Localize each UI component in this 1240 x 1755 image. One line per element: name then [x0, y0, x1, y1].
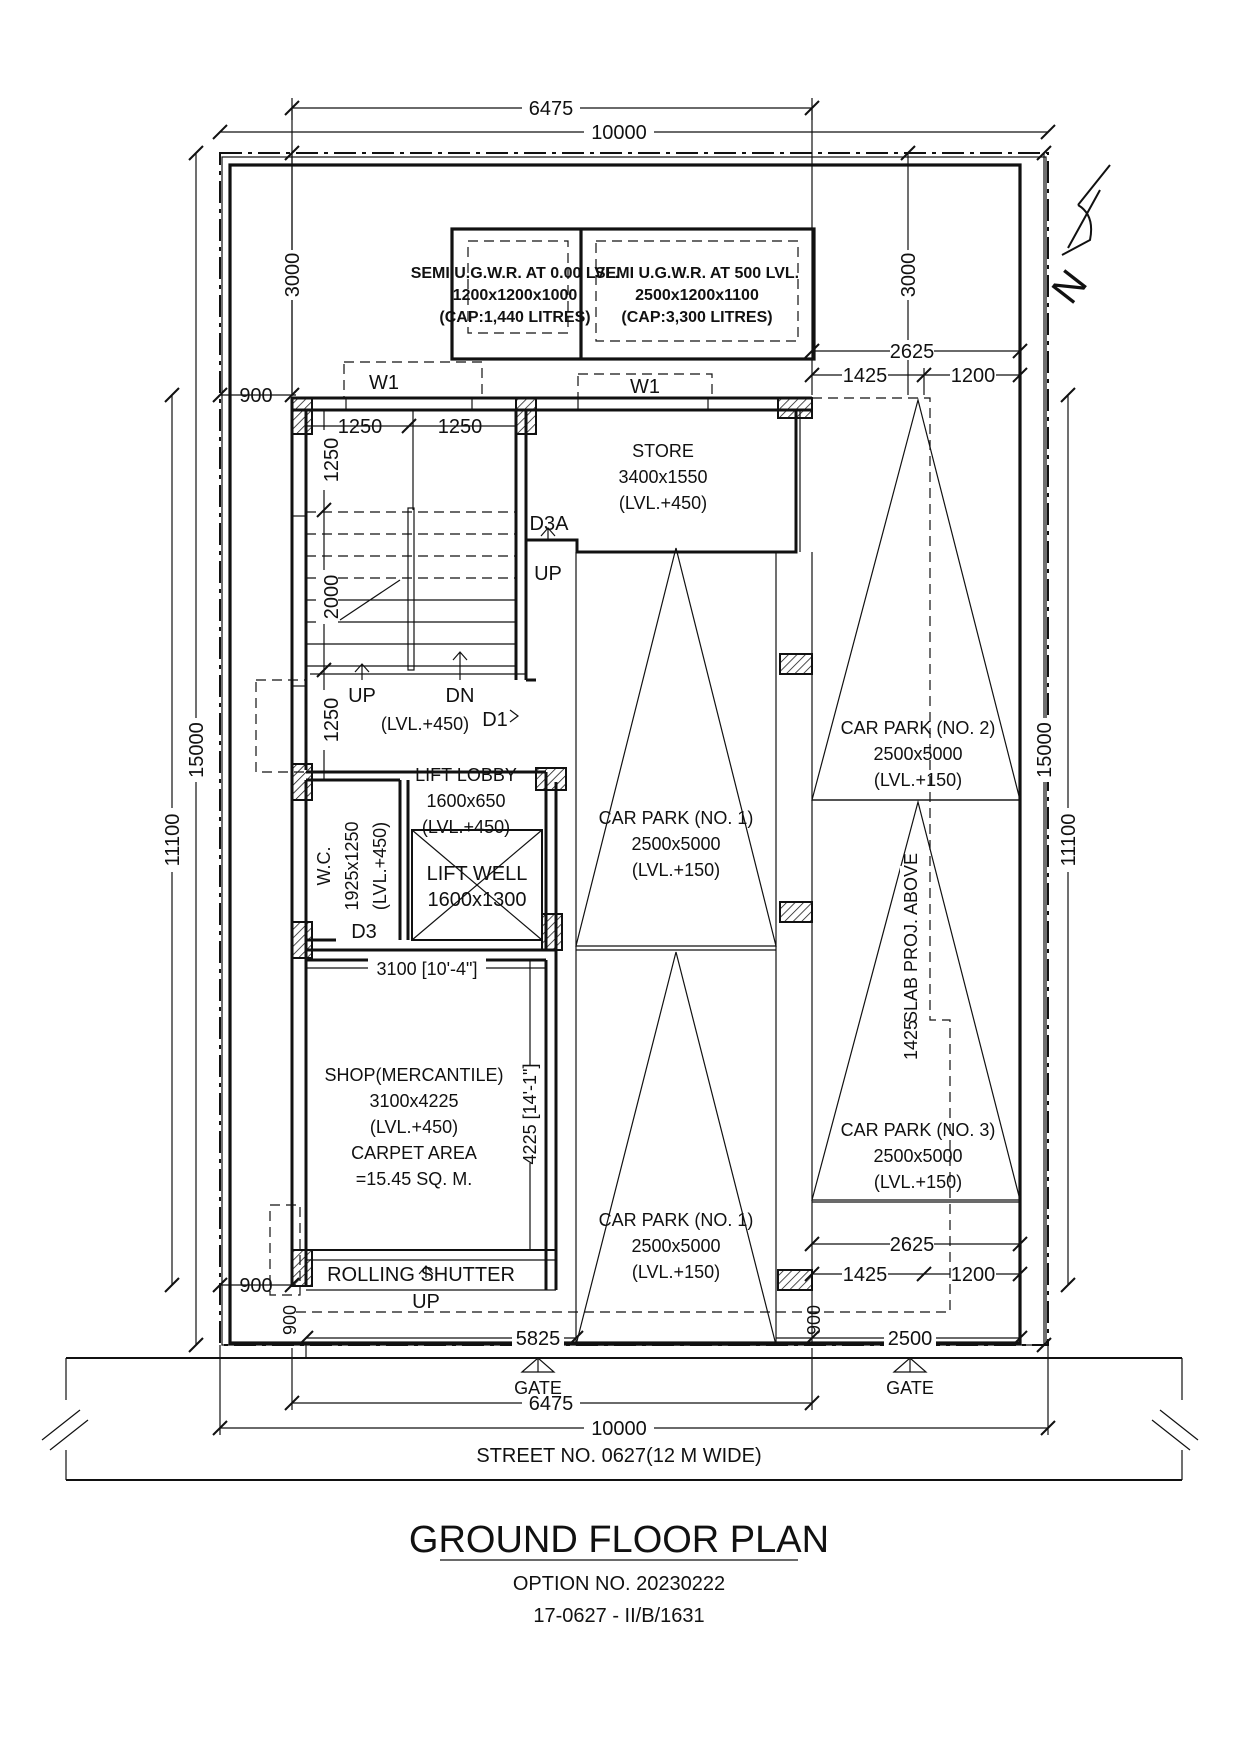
left-dimensions: 15000 11100 3000 900 900: [162, 145, 304, 1353]
shop-size: 3100x4225: [369, 1091, 458, 1111]
dim-bottom-6475: 6475: [529, 1393, 574, 1415]
dim-bottom-10000: 10000: [591, 1418, 647, 1440]
dim-left-15000: 15000: [186, 722, 208, 778]
dim-stair-1250-v2: 1250: [321, 698, 343, 743]
dim-bottom-900-right: 900: [804, 1305, 824, 1335]
dim-shop-4225: 4225 [14'-1"]: [520, 1064, 540, 1165]
bottom-dimensions: 6475 10000: [212, 1345, 1056, 1440]
title-block: GROUND FLOOR PLAN OPTION NO. 20230222 17…: [409, 1519, 829, 1627]
dim-slab-1425: 1425: [901, 1020, 921, 1060]
dim-right-11100: 11100: [1058, 814, 1080, 867]
shop-carpet-label: CARPET AREA: [351, 1143, 477, 1163]
top-dimensions: 6475 10000: [212, 98, 1056, 395]
shop-name: SHOP(MERCANTILE): [324, 1065, 503, 1085]
shop-level: (LVL.+450): [370, 1117, 458, 1137]
rolling-shutter: ROLLING SHUTTER: [327, 1264, 515, 1286]
shop-carpet-area: =15.45 SQ. M.: [356, 1169, 473, 1189]
store-level: (LVL.+450): [619, 493, 707, 513]
lift-lobby-level: (LVL.+450): [422, 817, 510, 837]
car2-size: 2500x5000: [873, 744, 962, 764]
dim-br-1200: 1200: [951, 1264, 996, 1286]
dim-bottom-2500: 2500: [888, 1328, 933, 1350]
stair-level: (LVL.+450): [381, 714, 469, 734]
dim-top-6475: 6475: [529, 98, 574, 120]
car2-name: CAR PARK (NO. 2): [841, 718, 996, 738]
tank-left-line2: 1200x1200x1000: [453, 287, 578, 304]
tank-right-line3: (CAP:3,300 LITRES): [621, 309, 772, 326]
dim-stair-1250-a: 1250: [338, 416, 383, 438]
dim-tr-1200: 1200: [951, 365, 996, 387]
structural-columns: [291, 397, 813, 1291]
gate-left: GATE: [514, 1378, 562, 1398]
building-walls: [255, 361, 1020, 1359]
lift-well-name: LIFT WELL: [427, 863, 528, 885]
lift-lobby-size: 1600x650: [426, 791, 505, 811]
car1-top-level: (LVL.+150): [632, 860, 720, 880]
store-name: STORE: [632, 441, 694, 461]
dim-br-2625: 2625: [890, 1234, 935, 1256]
dim-br-1425: 1425: [843, 1264, 888, 1286]
dim-left-3000: 3000: [282, 253, 304, 298]
car3-size: 2500x5000: [873, 1146, 962, 1166]
wc-size: 1925x1250: [342, 821, 362, 910]
car1-bot-name: CAR PARK (NO. 1): [599, 1210, 754, 1230]
gate-right: GATE: [886, 1378, 934, 1398]
dim-left-11100: 11100: [162, 814, 184, 867]
dim-left-900-bot: 900: [239, 1275, 272, 1297]
street: STREET NO. 0627(12 M WIDE): [41, 1357, 1199, 1481]
dim-shop-3100: 3100 [10'-4"]: [377, 959, 478, 979]
car1-top-name: CAR PARK (NO. 1): [599, 808, 754, 828]
wc-level: (LVL.+450): [370, 822, 390, 910]
store-up: UP: [534, 563, 562, 585]
dim-stair-2000: 2000: [321, 575, 343, 620]
stair-up: UP: [348, 685, 376, 707]
option-number: OPTION NO. 20230222: [513, 1573, 725, 1595]
stair-down: DN: [446, 685, 475, 707]
car3-name: CAR PARK (NO. 3): [841, 1120, 996, 1140]
lift-lobby-name: LIFT LOBBY: [415, 765, 517, 785]
dim-stair-1250-b: 1250: [438, 416, 483, 438]
north-arrow: N: [1044, 164, 1111, 312]
tank-right-line2: 2500x1200x1100: [635, 287, 759, 304]
shop-up: UP: [412, 1291, 440, 1313]
north-symbol: N: [1044, 262, 1096, 312]
street-name: STREET NO. 0627(12 M WIDE): [476, 1445, 761, 1467]
window-w1-left: W1: [369, 372, 399, 394]
drawing-reference: 17-0627 - II/B/1631: [533, 1605, 704, 1627]
dim-top-10000: 10000: [591, 122, 647, 144]
car1-top-size: 2500x5000: [631, 834, 720, 854]
staircase: 1250 1250 1250 2000 1250: [306, 410, 556, 1278]
car3-level: (LVL.+150): [874, 1172, 962, 1192]
car1-bot-level: (LVL.+150): [632, 1262, 720, 1282]
water-tanks: SEMI U.G.W.R. AT 0.00 LVL. 1200x1200x100…: [411, 227, 816, 361]
door-d3: D3: [351, 921, 377, 943]
door-d1: D1: [482, 709, 508, 731]
dim-bottom-5825: 5825: [516, 1328, 561, 1350]
gate-dimensions: 5825 2500 900 900 GATE GATE: [280, 1305, 1028, 1398]
car1-bot-size: 2500x5000: [631, 1236, 720, 1256]
drawing-title: GROUND FLOOR PLAN: [409, 1519, 829, 1561]
car-parks: [575, 397, 1021, 1346]
dim-right-3000: 3000: [898, 253, 920, 298]
dim-left-900-top: 900: [239, 385, 272, 407]
slab-projection-label: SLAB PROJ. ABOVE: [901, 853, 921, 1023]
wc-name: W.C.: [314, 847, 334, 886]
store-size: 3400x1550: [618, 467, 707, 487]
dim-stair-1250-v1: 1250: [321, 438, 343, 483]
room-labels: W1 W1 STORE 3400x1550 (LVL.+450) D3A UP …: [306, 372, 995, 1313]
dim-tr-2625: 2625: [890, 341, 935, 363]
lift-well-size: 1600x1300: [428, 889, 527, 911]
dim-bottom-900-left: 900: [280, 1305, 300, 1335]
window-w1-right: W1: [630, 376, 660, 398]
tank-right-line1: SEMI U.G.W.R. AT 500 LVL.: [595, 265, 799, 282]
dim-right-15000: 15000: [1034, 722, 1056, 778]
right-dimensions: 15000 11100 3000 2625 1425 1200 2625 142…: [804, 145, 1080, 1353]
car2-level: (LVL.+150): [874, 770, 962, 790]
dim-tr-1425: 1425: [843, 365, 888, 387]
tank-left-line3: (CAP:1,440 LITRES): [439, 309, 590, 326]
tank-left-line1: SEMI U.G.W.R. AT 0.00 LVL.: [411, 265, 620, 282]
door-d3a: D3A: [530, 513, 570, 535]
